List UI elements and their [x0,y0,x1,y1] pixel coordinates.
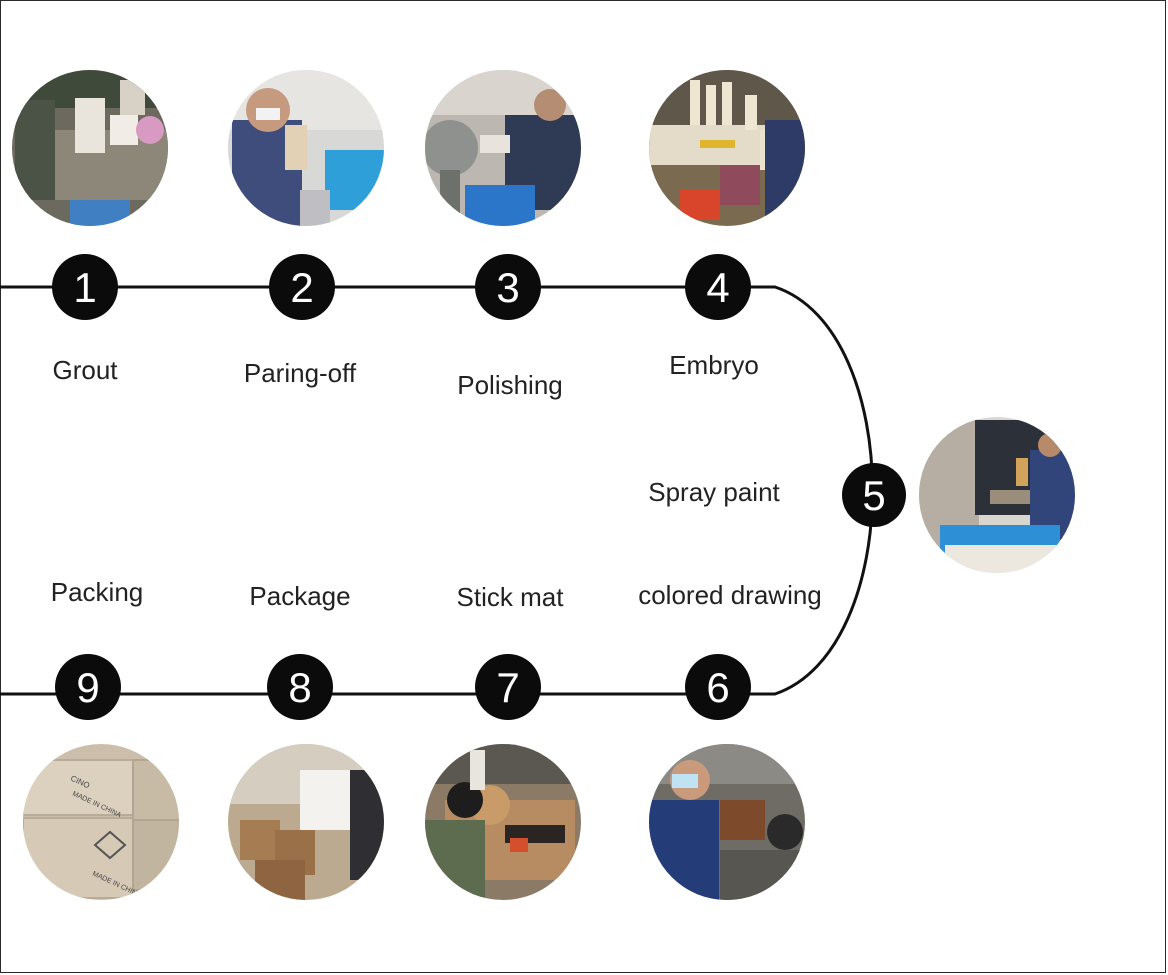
step-label-grout: Grout [52,355,118,385]
step-badge-6: 6 [685,654,751,720]
step-number-7: 7 [496,664,519,711]
step-label-package: Package [249,581,351,611]
step-badge-2: 2 [269,254,335,320]
step-badge-8: 8 [267,654,333,720]
step-label-paring-off: Paring-off [243,358,357,388]
step-badge-5: 5 [842,463,906,527]
step-badge-7: 7 [475,654,541,720]
step-label-stick-mat: Stick mat [456,582,564,612]
step-label-colored-drawing: colored drawing [638,580,822,610]
grout-workshop-photo [12,70,168,226]
stick-mat-cutting-photo [425,744,581,900]
step-label-polishing: Polishing [457,370,563,400]
step-number-5: 5 [862,472,885,519]
step-number-2: 2 [290,264,313,311]
paring-off-worker-photo [228,70,384,226]
step-label-spray-paint: Spray paint [648,477,780,507]
colored-drawing-worker-photo [649,744,805,900]
step-number-4: 4 [706,264,729,311]
step-badge-9: 9 [55,654,121,720]
step-badge-3: 3 [475,254,541,320]
spray-paint-booth-photo [919,417,1075,573]
step-number-1: 1 [73,264,96,311]
package-boxes-photo [228,744,384,900]
step-label-embryo: Embryo [669,350,759,380]
polishing-machine-photo [425,70,581,226]
step-number-8: 8 [288,664,311,711]
packing-cartons-photo: CINO MADE IN CHINA MADE IN CHINA [23,744,179,900]
step-badge-1: 1 [52,254,118,320]
step-number-6: 6 [706,664,729,711]
step-badge-4: 4 [685,254,751,320]
step-number-3: 3 [496,264,519,311]
step-number-9: 9 [76,664,99,711]
step-label-packing: Packing [50,577,144,607]
embryo-figurines-photo [649,70,805,226]
